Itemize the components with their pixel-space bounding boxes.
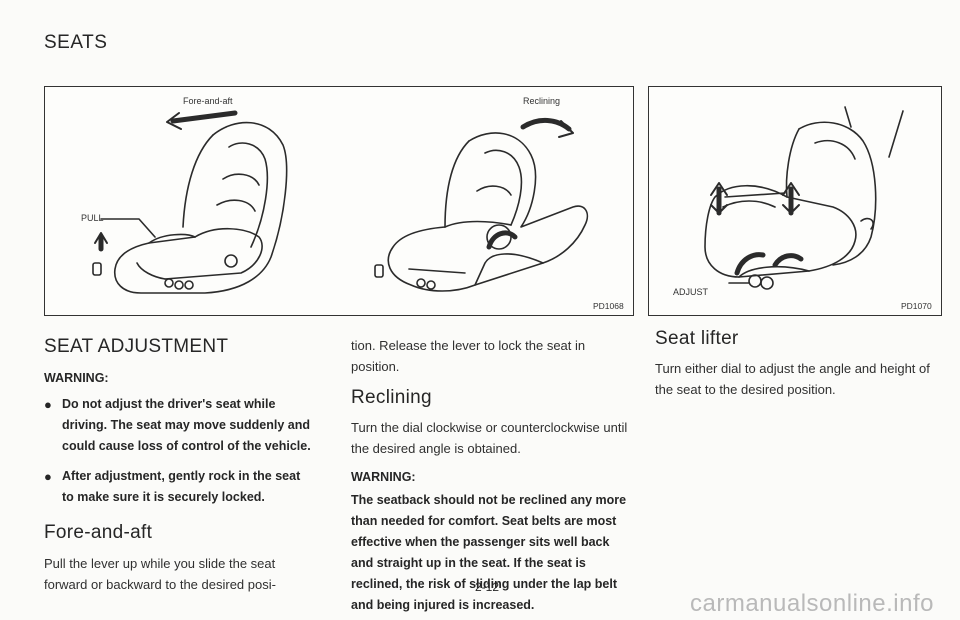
section-heading: SEAT ADJUSTMENT <box>44 336 229 357</box>
page-number: 2-12 <box>475 580 500 594</box>
seat-drawings <box>92 110 589 294</box>
subheading-fore-and-aft: Fore-and-aft <box>44 522 153 543</box>
seat-lifter-illustration: ADJUST PD1070 <box>648 86 942 316</box>
column-seat-adjustment: SEAT ADJUSTMENT WARNING: ● Do not adjust… <box>44 336 312 595</box>
column-seat-lifter: Seat lifter Turn either dial to adjust t… <box>655 328 940 400</box>
warning-bullet: ● Do not adjust the driver's seat while … <box>44 394 312 457</box>
label-pull: PULL <box>81 213 104 223</box>
body-text: Turn the dial clockwise or counterclockw… <box>351 420 628 456</box>
warning-text: The seatback should not be reclined any … <box>351 493 627 612</box>
subheading-seat-lifter: Seat lifter <box>655 328 739 349</box>
warning-bullet-text: After adjustment, gently rock in the sea… <box>62 469 301 504</box>
seat-reclining-drawing <box>374 118 589 292</box>
figure-code: PD1068 <box>593 301 624 311</box>
label-reclining: Reclining <box>523 96 561 106</box>
warning-bullet-text: Do not adjust the driver's seat while dr… <box>62 397 311 453</box>
watermark: carmanualsonline.info <box>690 590 934 617</box>
warning-label: WARNING: <box>351 470 416 484</box>
label-adjust: ADJUST <box>673 287 709 297</box>
seat-fore-aft-drawing <box>92 110 288 294</box>
body-text: Pull the lever up while you slide the se… <box>44 556 276 592</box>
figure-code: PD1070 <box>901 301 932 311</box>
bullet-icon: ● <box>44 469 52 484</box>
warning-label: WARNING: <box>44 371 109 385</box>
body-text-continued: tion. Release the lever to lock the seat… <box>351 338 586 374</box>
body-text: Turn either dial to adjust the angle and… <box>655 361 930 397</box>
warning-bullet: ● After adjustment, gently rock in the s… <box>44 466 312 508</box>
subheading-reclining: Reclining <box>351 387 432 408</box>
section-title: SEATS <box>44 32 108 53</box>
column-reclining: tion. Release the lever to lock the seat… <box>351 336 633 616</box>
seat-adjust-illustration: Fore-and-aft Reclining PULL PD1068 <box>44 86 634 316</box>
seat-lifter-drawing <box>704 106 904 290</box>
label-fore-and-aft: Fore-and-aft <box>183 96 233 106</box>
bullet-icon: ● <box>44 397 52 412</box>
